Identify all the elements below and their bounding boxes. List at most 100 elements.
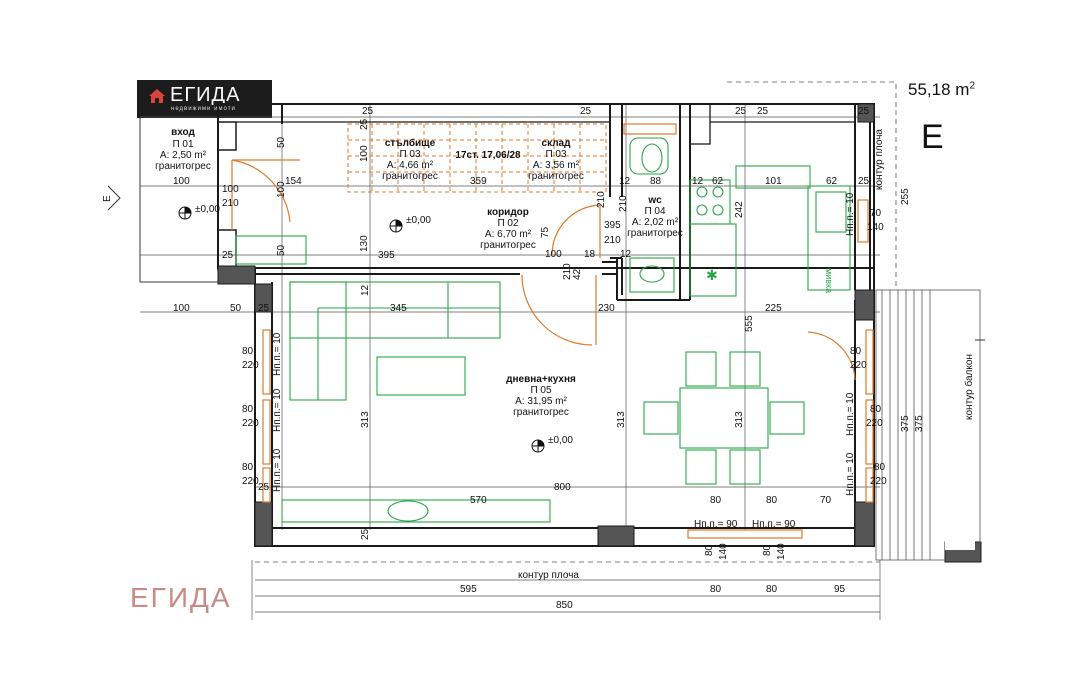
dim-label: 25 xyxy=(360,528,371,540)
dim-label: 25 xyxy=(735,106,747,117)
dim-overall: 850 xyxy=(556,600,573,611)
room-area: А: 3,56 m² xyxy=(533,160,580,171)
dim-label: 100 xyxy=(545,249,562,260)
room-floor: гранитогрес xyxy=(155,161,211,172)
room-name: wc xyxy=(647,195,662,206)
door-sill-label: Нп.п.= 90 xyxy=(694,519,738,530)
dims-row2: 100 210 100 395 210 18 12 70 140 395 25 … xyxy=(222,184,884,261)
dim-label: 95 xyxy=(834,584,846,595)
room-code: П 01 xyxy=(172,139,194,150)
room-floor: гранитогрес xyxy=(480,240,536,251)
room-code: П 04 xyxy=(644,206,666,217)
window-sill-label: Нп.п.= 10 xyxy=(845,192,856,236)
door-sill-label: Нп.п.= 90 xyxy=(752,519,796,530)
room-corridor: коридор П 02 А: 6,70 m² гранитогрес xyxy=(480,207,536,251)
dim-label: 80 xyxy=(710,495,722,506)
dim-label: 313 xyxy=(360,411,371,428)
logo-text: ЕГИДА xyxy=(170,84,241,106)
contour-slab-label: контур плоча xyxy=(518,570,579,581)
dim-label: 25 xyxy=(258,482,270,493)
level-living: ±0,00 xyxy=(548,435,573,446)
dim-label: 80 xyxy=(874,462,886,473)
room-floor: гранитогрес xyxy=(627,228,683,239)
dim-label: 100 xyxy=(359,145,370,162)
room-code: П 05 xyxy=(530,385,552,396)
level-markers xyxy=(178,206,545,453)
dim-label: 154 xyxy=(285,176,302,187)
dim-label: 101 xyxy=(765,176,782,187)
dim-label: 555 xyxy=(744,315,755,332)
room-name: стълбище xyxy=(385,137,436,149)
dim-label: 80 xyxy=(242,404,254,415)
room-area: А: 4,66 m² xyxy=(387,160,434,171)
dims-right-windows: 80 220 80 220 80 220 Нп.п.= 10 Нп.п.= 10… xyxy=(845,192,887,496)
dim-label: 80 xyxy=(766,584,778,595)
wall-pillars xyxy=(217,103,982,563)
dim-label: 25 xyxy=(580,106,592,117)
fireplace xyxy=(387,500,429,522)
openings xyxy=(231,123,874,539)
dim-label: 100 xyxy=(173,176,190,187)
room-living: дневна+кухня П 05 А: 31,95 m² гранитогре… xyxy=(506,374,576,418)
watermark-text: ЕГИДА xyxy=(130,582,232,613)
dim-label: 220 xyxy=(866,418,883,429)
level-icon xyxy=(389,219,403,233)
dim-label: 70 xyxy=(870,208,882,219)
contour-balcony-label: контур балкон xyxy=(963,354,975,420)
dim-label: 12 xyxy=(620,249,632,260)
window-sill-label: Нп.п.= 10 xyxy=(845,392,856,436)
dim-label: 80 xyxy=(762,544,773,556)
level-icon xyxy=(178,206,192,220)
dim-label: 313 xyxy=(616,411,627,428)
dim-label: 25 xyxy=(858,106,870,117)
dim-label: 210 xyxy=(618,195,629,212)
house-icon xyxy=(149,89,165,103)
dim-label: 345 xyxy=(390,303,407,314)
contour-slab-label: контур плоча xyxy=(874,129,885,190)
dims-bottom-inner: 570 800 80 80 70 25 Нп.п.= 90 Нп.п.= 90 … xyxy=(258,482,832,560)
room-code: П 03 xyxy=(545,149,567,160)
dim-label: 50 xyxy=(276,136,287,148)
room-storage: склад П 03 А: 3,56 m² гранитогрес xyxy=(528,138,584,182)
room-area: А: 2,02 m² xyxy=(632,217,679,228)
window-sill-label: Нп.п.= 10 xyxy=(272,448,283,492)
room-area: А: 2,50 m² xyxy=(160,150,207,161)
dim-label: 220 xyxy=(242,476,259,487)
dim-label: 230 xyxy=(598,303,615,314)
dim-label: 570 xyxy=(470,495,487,506)
dims-vertical: 50 100 50 130 100 25 313 12 25 313 313 2… xyxy=(102,118,925,540)
dims-row1: 100 154 359 12 88 12 62 101 62 25 xyxy=(173,176,870,187)
room-stairs: стълбище П 03 А: 4,66 m² гранитогрес xyxy=(382,137,438,182)
window-sill-label: Нп.п.= 10 xyxy=(272,332,283,376)
window-sill-label: Нп.п.= 10 xyxy=(845,452,856,496)
dim-label: 80 xyxy=(704,544,715,556)
stair-note: 17ст. 17,06/28 xyxy=(455,150,521,161)
kitchen-counter xyxy=(689,223,737,297)
dim-label: 80 xyxy=(766,495,778,506)
level-icon xyxy=(531,439,545,453)
dim-label: 70 xyxy=(820,495,832,506)
dim-label: 210 xyxy=(562,263,573,280)
dim-label: 25 xyxy=(258,303,270,314)
dim-label: 75 xyxy=(540,226,551,238)
room-name: дневна+кухня xyxy=(506,374,576,385)
dim-label: 210 xyxy=(222,198,239,209)
dim-label: 242 xyxy=(734,201,745,218)
dim-label: 80 xyxy=(710,584,722,595)
dim-label: 220 xyxy=(850,360,867,371)
balcony xyxy=(875,289,981,561)
dim-label: 12 xyxy=(360,284,371,296)
dims-left-windows: 80 220 80 220 80 220 Нп.п.= 10 Нп.п.= 10… xyxy=(242,332,283,492)
dim-label: 50 xyxy=(276,244,287,256)
dim-label: 42 xyxy=(572,268,583,280)
dim-label: 140 xyxy=(776,543,787,560)
dim-label: 375 xyxy=(900,415,911,432)
dim-label: 100 xyxy=(276,181,287,198)
dim-label: 140 xyxy=(867,222,884,233)
slab-contour xyxy=(255,81,897,563)
dim-label: 12 xyxy=(692,176,704,187)
dim-label: 140 xyxy=(718,543,729,560)
dim-label: 62 xyxy=(826,176,838,187)
dim-label: 800 xyxy=(554,482,571,493)
dim-label: 80 xyxy=(242,346,254,357)
